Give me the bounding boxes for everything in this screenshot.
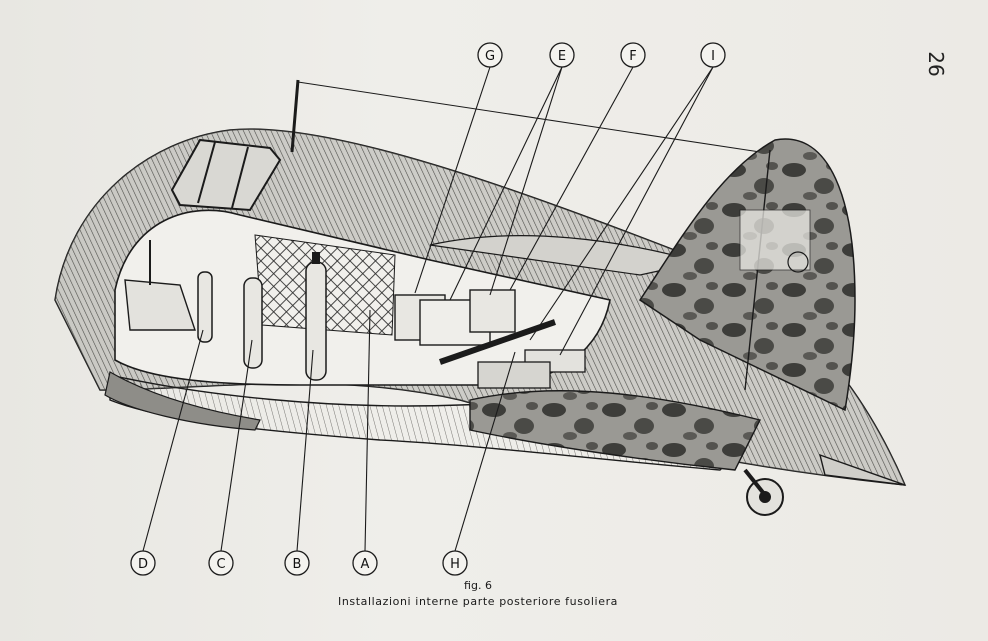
radio-mast: [290, 79, 300, 153]
bottle-C: [243, 277, 263, 369]
figure-caption: Installazioni interne parte posteriore f…: [337, 595, 619, 608]
savoy-crest-icon: [787, 251, 809, 273]
svg-text:A: A: [361, 557, 370, 572]
svg-text:C: C: [216, 557, 225, 572]
antenna-wire: [297, 81, 761, 153]
callout-D: D: [130, 550, 156, 576]
svg-text:H: H: [450, 557, 460, 572]
figure-number: fig. 6: [464, 579, 492, 592]
bottle-B: [305, 252, 327, 381]
svg-text:D: D: [138, 557, 148, 572]
radio-equipment: [394, 289, 586, 389]
callout-A: A: [352, 550, 378, 576]
svg-text:I: I: [711, 49, 715, 64]
fin-cross-marking: [739, 209, 811, 271]
pilot-seat: [124, 279, 196, 331]
callout-F: F: [620, 42, 646, 68]
svg-text:B: B: [293, 557, 302, 572]
tail-fin: [638, 138, 856, 412]
callout-E: E: [549, 42, 575, 68]
callout-G: G: [477, 42, 503, 68]
ventral-fairing: [104, 371, 261, 431]
leader-lines: [142, 66, 714, 552]
callout-I: I: [700, 42, 726, 68]
callout-C: C: [208, 550, 234, 576]
svg-text:F: F: [629, 49, 636, 64]
canopy: [170, 138, 282, 212]
tail-wheel: [743, 468, 784, 516]
tailplane-near: [469, 390, 762, 471]
tail-cone: [819, 453, 906, 486]
svg-text:E: E: [558, 49, 566, 64]
callout-H: H: [442, 550, 468, 576]
bottle-D: [197, 271, 213, 343]
svg-text:G: G: [485, 49, 495, 64]
callout-B: B: [284, 550, 310, 576]
